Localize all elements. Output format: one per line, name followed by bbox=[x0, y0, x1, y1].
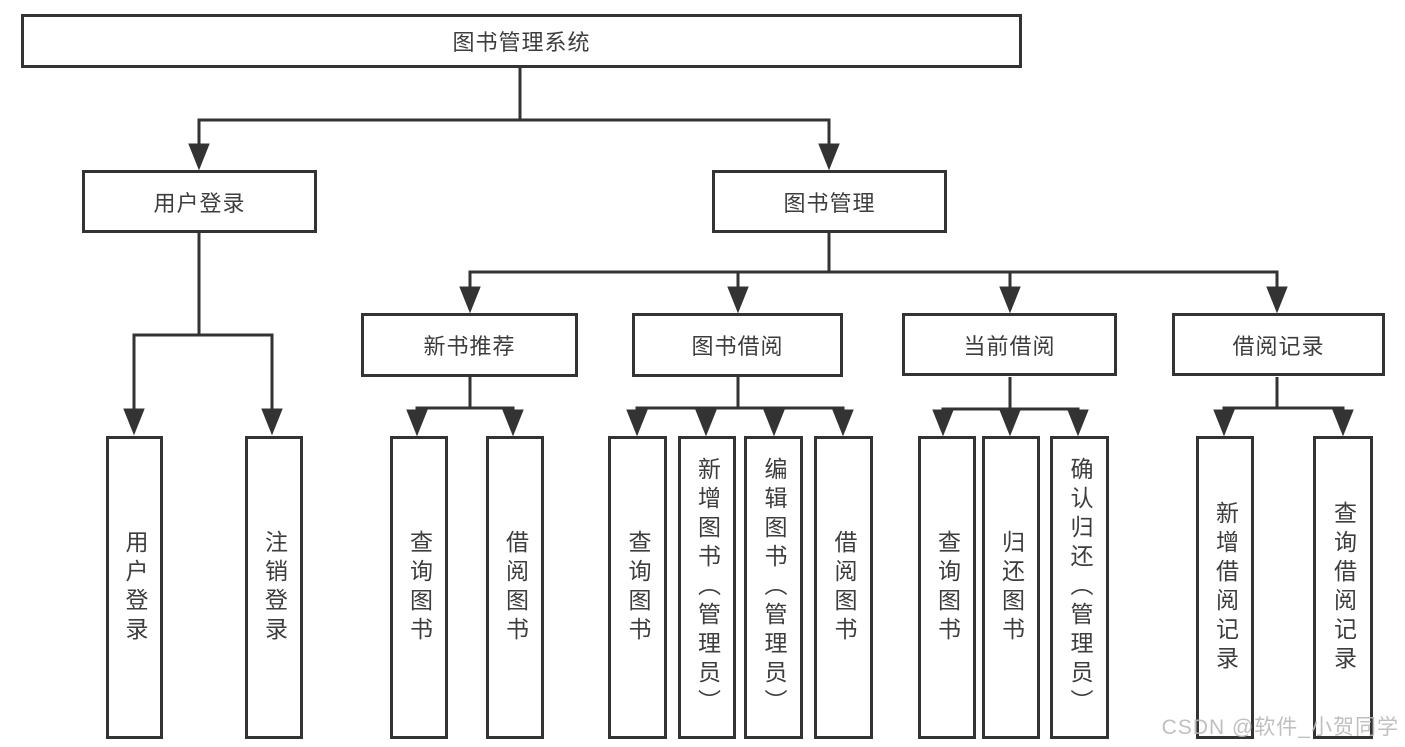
arrowhead-down-icon bbox=[727, 286, 749, 314]
leaf-confirm-return-admin-label: 确认归还（管理员） bbox=[1067, 457, 1093, 718]
node-borrow-records: 借阅记录 bbox=[1172, 313, 1385, 376]
arrowhead-down-icon bbox=[626, 409, 648, 437]
node-new-book-recommend: 新书推荐 bbox=[361, 313, 578, 377]
arrowhead-down-icon bbox=[1332, 409, 1354, 437]
arrowhead-down-icon bbox=[188, 143, 210, 171]
leaf-user-login-label: 用户登录 bbox=[122, 529, 148, 646]
arrowhead-down-icon bbox=[459, 286, 481, 314]
leaf-add-borrow-record-label: 新增借阅记录 bbox=[1212, 500, 1239, 675]
node-current-borrow: 当前借阅 bbox=[902, 313, 1117, 376]
leaf-query-books-3: 查询图书 bbox=[918, 436, 976, 739]
arrowhead-down-icon bbox=[261, 408, 283, 436]
leaf-logout-label: 注销登录 bbox=[261, 529, 288, 646]
leaf-borrow-books-1: 借阅图书 bbox=[486, 436, 544, 739]
leaf-edit-book-admin: 编辑图书（管理员） bbox=[744, 436, 803, 739]
leaf-add-book-admin: 新增图书（管理员） bbox=[678, 436, 736, 739]
node-borrow-records-label: 借阅记录 bbox=[1232, 333, 1325, 359]
leaf-confirm-return-admin: 确认归还（管理员） bbox=[1050, 436, 1109, 739]
arrowhead-down-icon bbox=[406, 409, 428, 437]
node-current-borrow-label: 当前借阅 bbox=[963, 333, 1056, 359]
arrowhead-down-icon bbox=[818, 143, 840, 171]
node-book-borrow: 图书借阅 bbox=[632, 313, 843, 377]
arrowhead-down-icon bbox=[502, 409, 524, 437]
leaf-query-books-1: 查询图书 bbox=[390, 436, 448, 739]
leaf-query-books-2-label: 查询图书 bbox=[625, 529, 651, 646]
arrowhead-down-icon bbox=[999, 286, 1021, 314]
leaf-return-books-label: 归还图书 bbox=[998, 529, 1025, 646]
leaf-edit-book-admin-label: 编辑图书（管理员） bbox=[761, 457, 787, 718]
arrowhead-down-icon bbox=[932, 409, 954, 437]
leaf-add-book-admin-label: 新增图书（管理员） bbox=[694, 457, 721, 718]
leaf-user-login: 用户登录 bbox=[106, 436, 163, 739]
arrowhead-down-icon bbox=[123, 408, 145, 436]
arrowhead-down-icon bbox=[695, 409, 717, 437]
leaf-add-borrow-record: 新增借阅记录 bbox=[1196, 436, 1254, 739]
node-user-login: 用户登录 bbox=[82, 170, 317, 233]
leaf-query-books-1-label: 查询图书 bbox=[406, 529, 433, 646]
arrowhead-down-icon bbox=[1067, 409, 1089, 437]
node-book-management: 图书管理 bbox=[712, 170, 947, 233]
leaf-query-borrow-record: 查询借阅记录 bbox=[1313, 436, 1373, 739]
arrowhead-down-icon bbox=[832, 409, 854, 437]
leaf-query-borrow-record-label: 查询借阅记录 bbox=[1330, 500, 1357, 675]
node-root-label: 图书管理系统 bbox=[452, 30, 591, 55]
leaf-borrow-books-2: 借阅图书 bbox=[814, 436, 873, 739]
leaf-query-books-2: 查询图书 bbox=[608, 436, 667, 739]
arrowhead-down-icon bbox=[763, 409, 785, 437]
arrowhead-down-icon bbox=[999, 409, 1021, 437]
leaf-borrow-books-2-label: 借阅图书 bbox=[831, 529, 857, 646]
csdn-watermark: CSDN @软件_小贺同学 bbox=[1161, 716, 1399, 739]
node-new-book-recommend-label: 新书推荐 bbox=[423, 334, 516, 359]
arrowhead-down-icon bbox=[1266, 286, 1288, 314]
node-book-borrow-label: 图书借阅 bbox=[691, 334, 784, 359]
node-user-login-label: 用户登录 bbox=[153, 190, 246, 216]
leaf-logout: 注销登录 bbox=[245, 436, 303, 739]
leaf-return-books: 归还图书 bbox=[982, 436, 1040, 739]
leaf-borrow-books-1-label: 借阅图书 bbox=[502, 529, 529, 646]
arrowhead-down-icon bbox=[1213, 409, 1235, 437]
node-root: 图书管理系统 bbox=[21, 14, 1022, 68]
leaf-query-books-3-label: 查询图书 bbox=[934, 529, 961, 646]
node-book-management-label: 图书管理 bbox=[783, 190, 876, 216]
